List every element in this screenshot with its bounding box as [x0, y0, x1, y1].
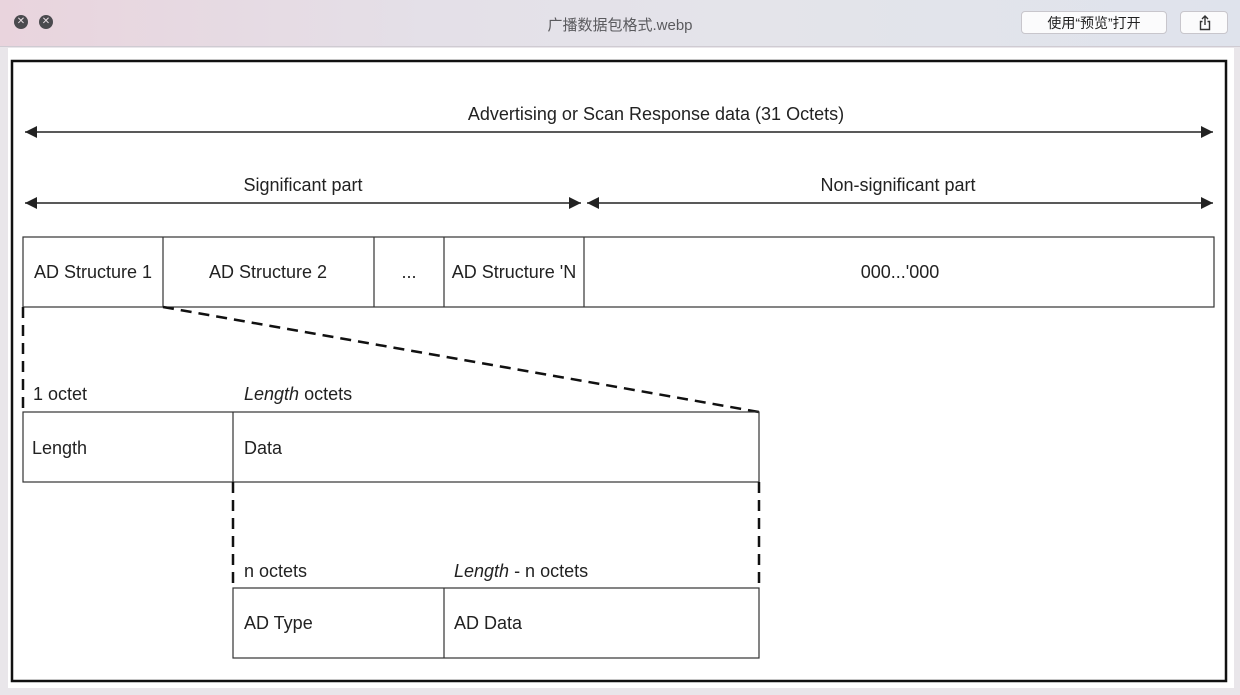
ad-structure-1-cell: AD Structure 1: [34, 262, 152, 282]
ad-structure-2-cell: AD Structure 2: [209, 262, 327, 282]
length-size-label: 1 octet: [33, 384, 87, 404]
expand-right-dash: [162, 305, 760, 414]
minimize-icon[interactable]: ✕: [39, 15, 53, 29]
window-titlebar: ✕ ✕ 广播数据包格式.webp 使用“预览”打开: [0, 0, 1240, 47]
data-size-label: Length octets: [244, 384, 352, 404]
ad-type-size-label: n octets: [244, 561, 307, 581]
ad-type-data-row: AD Type AD Data: [232, 587, 760, 659]
padding-zeros-cell: 000...'000: [861, 262, 940, 282]
diagram-frame: [10, 59, 1228, 683]
ad-structure-n-cell: AD Structure 'N: [452, 262, 576, 282]
close-icon[interactable]: ✕: [14, 15, 28, 29]
length-field-cell: Length: [32, 438, 87, 458]
length-data-row: Length Data: [22, 411, 760, 483]
share-icon: [1199, 15, 1211, 31]
significant-part-label: Significant part: [243, 175, 362, 195]
share-button[interactable]: [1180, 11, 1228, 34]
ad-structure-diagram: Advertising or Scan Response data (31 Oc…: [10, 59, 1228, 683]
window-title: 广播数据包格式.webp: [547, 17, 693, 34]
top-span-label: Advertising or Scan Response data (31 Oc…: [468, 104, 844, 124]
ad-data-field-cell: AD Data: [454, 613, 523, 633]
ellipsis-cell: ...: [401, 262, 416, 282]
data-field-cell: Data: [244, 438, 283, 458]
ad-data-size-label: Length - n octets: [454, 561, 588, 581]
ad-type-field-cell: AD Type: [244, 613, 313, 633]
non-significant-part-label: Non-significant part: [820, 175, 975, 195]
open-with-preview-button[interactable]: 使用“预览”打开: [1021, 11, 1167, 34]
image-canvas: Advertising or Scan Response data (31 Oc…: [8, 48, 1234, 688]
structure-row: AD Structure 1 AD Structure 2 ... AD Str…: [22, 236, 1215, 308]
